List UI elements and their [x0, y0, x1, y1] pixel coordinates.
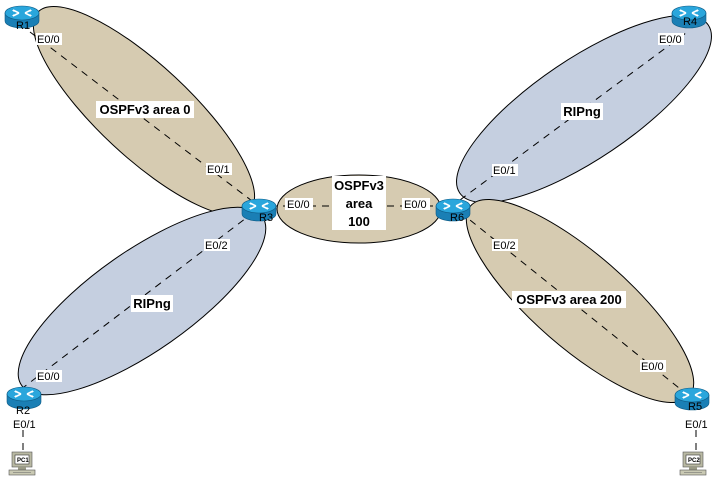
- link-r1-r3: [29, 31, 257, 205]
- area-label-rip-left: RIPng: [131, 295, 173, 312]
- router-r2[interactable]: R2: [6, 386, 42, 417]
- if-r2-e00: E0/0: [37, 371, 60, 383]
- router-r3[interactable]: R3: [241, 198, 277, 224]
- svg-text:area: area: [346, 196, 374, 211]
- if-r6-e02: E0/2: [493, 240, 516, 252]
- router-r1[interactable]: R1: [4, 5, 40, 32]
- if-r1-e00: E0/0: [37, 34, 60, 46]
- if-r3-e00: E0/0: [287, 199, 310, 211]
- if-r5-e00: E0/0: [641, 361, 664, 373]
- pc-pc1[interactable]: PC1: [8, 451, 36, 476]
- pc-pc2[interactable]: PC2: [679, 451, 707, 476]
- interface-labels: E0/0 E0/1 E0/0 E0/2 E0/0 E0/0 E0/1 E0/2 …: [12, 33, 710, 431]
- if-r6-e01: E0/1: [493, 165, 516, 177]
- if-r6-e00: E0/0: [404, 199, 427, 211]
- svg-text:R6: R6: [450, 212, 464, 224]
- svg-text:PC2: PC2: [688, 458, 700, 464]
- svg-text:R1: R1: [16, 20, 30, 32]
- router-r6[interactable]: R6: [435, 198, 471, 224]
- area-label-ospf0: OSPFv3 area 0: [96, 101, 194, 118]
- svg-text:PC1: PC1: [17, 458, 29, 464]
- area-label-ospf200: OSPFv3 area 200: [512, 291, 626, 308]
- if-r3-e01: E0/1: [207, 164, 230, 176]
- svg-text:R5: R5: [688, 401, 702, 413]
- svg-text:OSPFv3 area 0: OSPFv3 area 0: [99, 102, 190, 117]
- if-r2-e01: E0/1: [13, 419, 36, 431]
- if-r5-e01: E0/1: [685, 419, 708, 431]
- router-r4[interactable]: R4: [671, 5, 707, 29]
- svg-text:R2: R2: [16, 405, 30, 417]
- svg-text:100: 100: [348, 214, 370, 229]
- router-r5[interactable]: R5: [674, 387, 710, 413]
- area-label-ospf100: OSPFv3 area 100: [332, 176, 386, 230]
- svg-text:RIPng: RIPng: [563, 104, 601, 119]
- area-label-rip-right: RIPng: [561, 103, 603, 120]
- svg-text:RIPng: RIPng: [133, 296, 171, 311]
- svg-text:R3: R3: [259, 212, 273, 224]
- svg-text:OSPFv3 area 200: OSPFv3 area 200: [516, 292, 622, 307]
- svg-text:OSPFv3: OSPFv3: [334, 178, 384, 193]
- svg-text:R4: R4: [683, 16, 697, 28]
- if-r4-e00: E0/0: [659, 34, 682, 46]
- if-r3-e02: E0/2: [205, 240, 228, 252]
